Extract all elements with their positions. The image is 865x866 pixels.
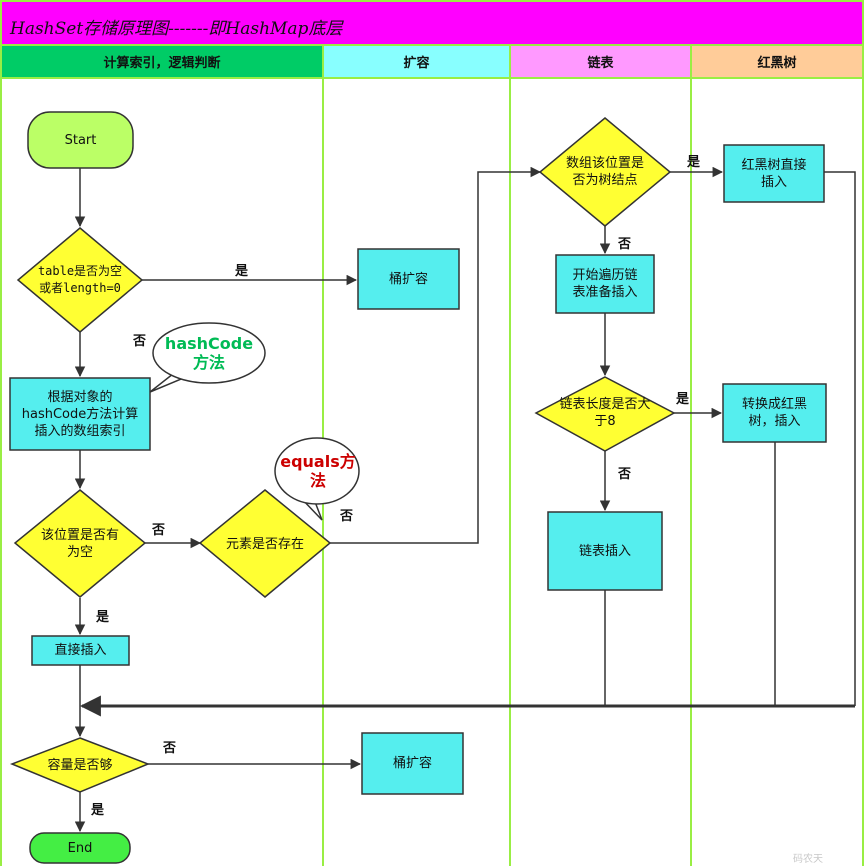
start-terminal	[27, 111, 134, 169]
elem-exists-label: 元素是否存在	[225, 536, 304, 552]
convert-rbt-box	[722, 383, 827, 443]
direct-insert-box	[31, 635, 130, 666]
rbt-insert-box	[723, 144, 825, 203]
equals-callout-text: equals方 法	[280, 452, 356, 490]
edge-label-no: 否	[618, 237, 632, 252]
elem-exists-diamond	[198, 489, 332, 598]
lane-label-rbtree: 红黑树	[757, 56, 797, 71]
edge-label-no: 否	[618, 467, 632, 482]
lane-label-index: 计算索引，逻辑判断	[103, 56, 221, 71]
resize-label-2: 桶扩容	[392, 756, 432, 771]
lane-label-list: 链表	[587, 56, 614, 71]
lane-header-rbtree	[690, 44, 864, 79]
list-len-label: 链表长度是否大 于8	[559, 397, 651, 429]
edge-elem-to-tree	[330, 166, 542, 544]
calc-index-box	[9, 377, 151, 451]
hashcode-callout-ellipse	[152, 322, 266, 384]
capacity-label: 容量是否够	[47, 757, 113, 773]
equals-callout-ellipse	[274, 437, 360, 505]
lane-label-resize: 扩容	[403, 56, 430, 71]
rbt-insert-label: 红黑树直接 插入	[741, 157, 807, 190]
edge-label-yes: 是	[676, 392, 690, 407]
resize-box-1	[357, 248, 460, 310]
edge-label-yes: 是	[235, 264, 249, 279]
table-check-diamond	[16, 227, 144, 333]
edge-label-no: 否	[340, 509, 354, 524]
tree-node-label: 数组该位置是 否为树结点	[565, 156, 644, 188]
title-bar	[0, 0, 864, 46]
resize-label-1: 桶扩容	[388, 271, 428, 287]
edge-label-yes: 是	[96, 610, 110, 625]
edge-label-no: 否	[152, 523, 166, 538]
traverse-box	[555, 254, 655, 314]
tree-node-diamond	[538, 117, 672, 227]
edge-rbt-return	[824, 171, 856, 706]
calc-index-label: 根据对象的 hashCode方法计算 插入的数组索引	[21, 389, 139, 439]
convert-rbt-label: 转换成红黑 树，插入	[741, 397, 807, 429]
watermark: 码农天	[793, 854, 823, 865]
capacity-diamond	[9, 737, 151, 793]
list-len-diamond	[534, 376, 676, 452]
lane-header-index	[0, 44, 324, 79]
hashcode-callout-text: hashCode 方法	[164, 334, 254, 372]
end-terminal	[29, 832, 131, 864]
end-label: End	[67, 840, 93, 856]
edge-label-no: 否	[133, 334, 147, 349]
list-insert-label: 链表插入	[578, 543, 631, 559]
edge-label-yes: 是	[687, 155, 701, 170]
list-insert-box	[547, 511, 663, 591]
resize-box-2	[361, 732, 464, 795]
table-check-label: table是否为空 或者length=0	[37, 264, 123, 295]
lane-header-resize	[322, 44, 511, 79]
pos-empty-label: 该位置是否有 为空	[40, 528, 119, 560]
start-label: Start	[64, 132, 97, 148]
edge-label-no: 否	[163, 741, 177, 756]
direct-insert-label: 直接插入	[54, 643, 107, 658]
edge-label-yes: 是	[91, 803, 105, 818]
traverse-label: 开始遍历链 表准备插入	[572, 268, 638, 300]
pos-empty-diamond	[13, 489, 147, 598]
diagram-title: HashSet存储原理图-------即HashMap底层	[10, 19, 343, 39]
